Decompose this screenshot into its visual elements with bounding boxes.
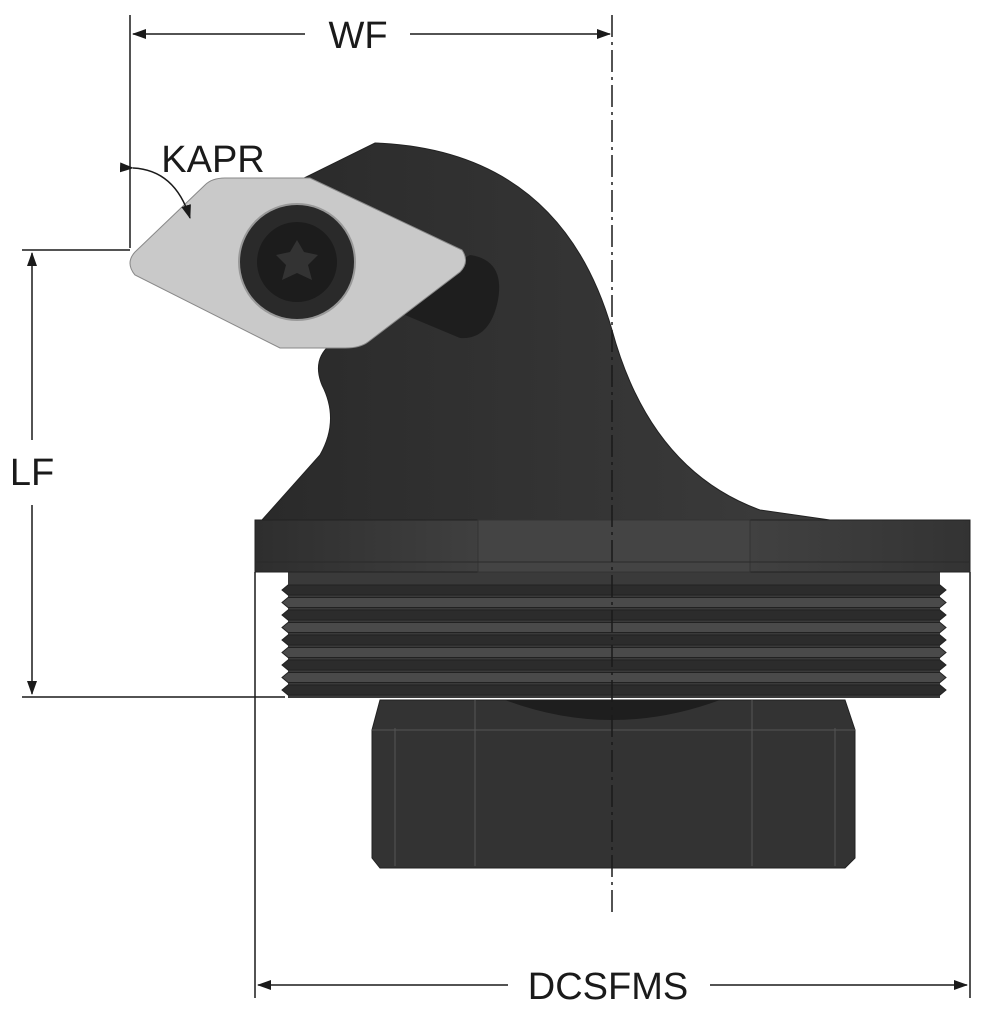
thread-groove — [281, 597, 947, 608]
thread-groove — [281, 659, 947, 671]
thread-section — [281, 572, 947, 698]
thread-groove — [281, 609, 947, 621]
dimension-lines — [22, 15, 971, 998]
kapr-label: KAPR — [161, 139, 264, 181]
thread-groove — [281, 634, 947, 646]
thread-groove — [281, 584, 947, 596]
lf-label: LF — [10, 452, 54, 494]
thread-groove — [281, 684, 947, 696]
cutting-insert — [129, 177, 466, 349]
thread-groove — [281, 622, 947, 633]
dcsfms-label: DCSFMS — [528, 966, 688, 1008]
arm-slot — [405, 255, 500, 339]
wf-label: WF — [328, 15, 387, 57]
thread-groove — [281, 647, 947, 658]
lower-shank — [371, 699, 856, 869]
thread-groove — [281, 672, 947, 683]
